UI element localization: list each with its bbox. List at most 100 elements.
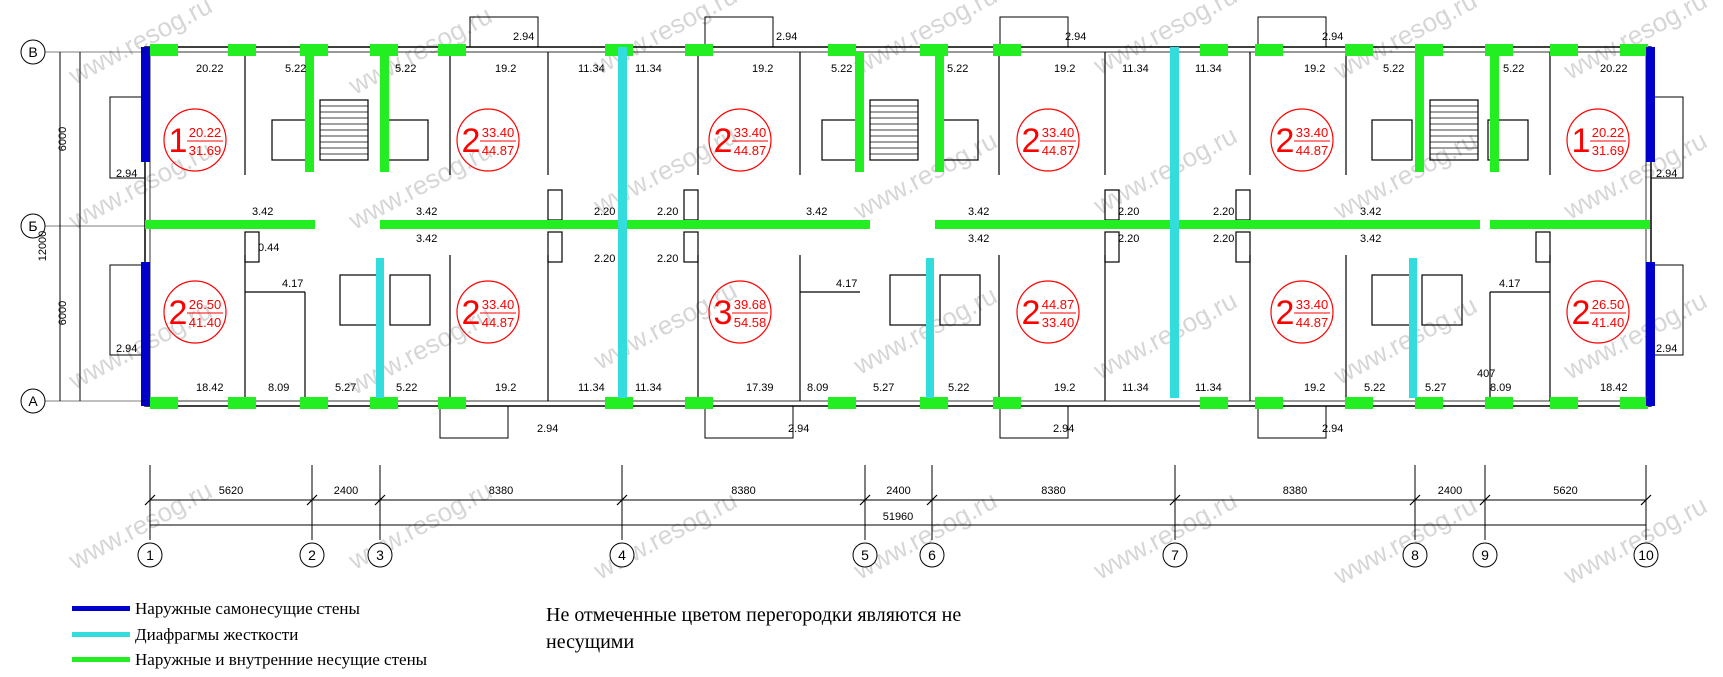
wall-pier-bottom — [1620, 397, 1648, 409]
corridor-area-18: 4.17 — [836, 278, 857, 290]
corridor-area-17: 4.17 — [282, 278, 303, 290]
apartment-total-area: 44.87 — [482, 143, 515, 158]
span-dimension: 2400 — [886, 485, 910, 497]
corridor-area-19: 4.17 — [1499, 278, 1520, 290]
dim-tick — [926, 494, 938, 506]
wall-pier-bottom — [1200, 397, 1228, 409]
watermark-text: www.resog.ru — [848, 280, 1002, 381]
room-area-bottom-12: 11.34 — [1122, 382, 1149, 394]
span-dimension: 8380 — [1283, 485, 1307, 497]
room-area-top-11: 11.34 — [1195, 63, 1222, 75]
apartment-room-count: 2 — [169, 294, 188, 332]
apartment-living-area: 20.22 — [1592, 125, 1625, 140]
dim-tick — [616, 494, 628, 506]
apartment-room-count: 2 — [1022, 122, 1041, 160]
room-area-top-1: 5.22 — [285, 63, 306, 75]
watermark-text: www.resog.ru — [588, 0, 742, 81]
wall-pier-bottom — [228, 397, 256, 409]
note-line-1: Не отмеченные цветом перегородки являютс… — [546, 604, 961, 626]
apartment-room-count: 2 — [462, 294, 481, 332]
legend-label-self-supporting: Наружные самонесущие стены — [135, 599, 360, 618]
wall-pier-bottom — [920, 397, 948, 409]
watermark-text: www.resog.ru — [1328, 290, 1482, 391]
column-axis-label: 5 — [861, 547, 869, 563]
row-axis-label: Б — [28, 218, 37, 234]
room-area-bottom-2: 5.27 — [335, 382, 356, 394]
apartment-room-count: 2 — [1276, 294, 1295, 332]
corridor-area-16: 0.44 — [258, 242, 279, 254]
wall-pier-top — [438, 44, 466, 56]
room-area-top-13: 5.22 — [1383, 63, 1404, 75]
wall-pier-bottom — [1415, 397, 1443, 409]
watermark-text: www.resog.ru — [1558, 0, 1712, 86]
apartment-total-area: 41.40 — [1592, 315, 1625, 330]
watermark-text: www.resog.ru — [343, 0, 497, 101]
column-axis-bubble — [852, 542, 878, 568]
load-bearing-wall — [855, 52, 864, 172]
wall-pier-bottom — [438, 397, 466, 409]
room-area-bottom-16: 5.27 — [1425, 382, 1446, 394]
watermark-text: www.resog.ru — [848, 0, 1002, 81]
span-dimension: 5620 — [219, 485, 243, 497]
wall-pier-top — [150, 44, 178, 56]
corridor-area-2: 3.42 — [416, 233, 437, 245]
load-bearing-wall — [1415, 52, 1424, 172]
room-area-top-10: 11.34 — [1122, 63, 1149, 75]
balcony-size-1: 2.94 — [776, 31, 797, 43]
note-line-2: несущими — [546, 631, 634, 653]
room-area-bottom-6: 11.34 — [635, 382, 662, 394]
corridor-area-8: 3.42 — [968, 206, 989, 218]
column-axis-bubble — [1162, 542, 1188, 568]
room-area-bottom-17: 8.09 — [1490, 382, 1511, 394]
column-axis-label: 6 — [928, 547, 936, 563]
self-supporting-walls — [141, 47, 1655, 406]
stairs — [320, 99, 1478, 155]
apartment-living-area: 44.87 — [1042, 297, 1075, 312]
dim-tick — [1169, 494, 1181, 506]
apartment-room-count: 3 — [714, 294, 733, 332]
apartment-room-count: 1 — [1572, 122, 1591, 160]
span-dimension: 8380 — [489, 485, 513, 497]
corridor-area-1: 3.42 — [416, 206, 437, 218]
room-area-bottom-0: 18.42 — [196, 382, 224, 394]
corridor-area-15: 3.42 — [1360, 233, 1381, 245]
apartment-room-count: 2 — [714, 122, 733, 160]
apartment-room-count: 2 — [1276, 122, 1295, 160]
apartment-total-area: 31.69 — [189, 143, 222, 158]
corridor-area-3: 2.20 — [594, 206, 615, 218]
corridor-area-9: 3.42 — [968, 233, 989, 245]
corridor-area-12: 2.20 — [1118, 233, 1139, 245]
balconies — [109, 16, 1684, 439]
row-span-dimension: 12000 — [37, 231, 49, 262]
total-length-label: 51960 — [883, 511, 914, 523]
room-area-top-0: 20.22 — [196, 63, 224, 75]
dim-tick — [859, 494, 871, 506]
watermark-text: www.resog.ru — [1328, 0, 1482, 86]
column-axis-label: 3 — [376, 547, 384, 563]
wall-pier-bottom — [993, 397, 1021, 409]
wall-pier-top — [828, 44, 856, 56]
load-bearing-wall — [305, 52, 314, 172]
balcony-size-4: 2.94 — [116, 168, 137, 180]
load-bearing-wall — [935, 52, 944, 172]
column-axis-bubble — [299, 542, 325, 568]
balcony-size-2: 2.94 — [1065, 31, 1086, 43]
balcony-size-0: 2.94 — [513, 31, 534, 43]
room-area-bottom-3: 5.22 — [396, 382, 417, 394]
wall-pier-top — [1550, 44, 1578, 56]
wall-pier-bottom — [828, 397, 856, 409]
dim-tick — [144, 494, 156, 506]
span-dimension: 2400 — [1438, 485, 1462, 497]
wall-pier-bottom — [605, 397, 633, 409]
room-area-top-15: 20.22 — [1600, 63, 1628, 75]
apartment-circle — [456, 280, 520, 344]
room-area-bottom-10: 5.22 — [948, 382, 969, 394]
balcony-size-9: 2.94 — [1053, 423, 1074, 435]
